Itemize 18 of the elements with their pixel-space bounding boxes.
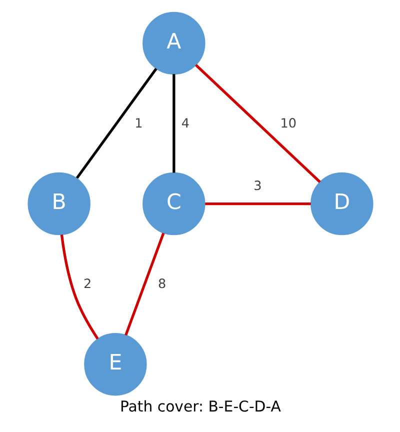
edge-label: 3 bbox=[253, 179, 262, 194]
connector bbox=[194, 64, 320, 183]
node-circle: D bbox=[310, 172, 373, 236]
node-circle: A bbox=[142, 12, 205, 75]
edge-label: 10 bbox=[280, 116, 296, 132]
edge-label: 4 bbox=[180, 116, 189, 132]
connector bbox=[60, 234, 98, 340]
node-circle: C bbox=[142, 172, 205, 236]
connector bbox=[124, 232, 164, 336]
node-circle: B bbox=[27, 172, 90, 236]
connector bbox=[75, 68, 157, 179]
caption: Path cover: B-E-C-D-A bbox=[120, 397, 280, 416]
edge-label: 8 bbox=[157, 276, 166, 292]
connector bbox=[204, 202, 310, 206]
node-circle: E bbox=[84, 332, 146, 396]
edge-label: 2 bbox=[83, 276, 92, 292]
connector bbox=[172, 74, 175, 173]
edge-label: 1 bbox=[134, 116, 142, 132]
